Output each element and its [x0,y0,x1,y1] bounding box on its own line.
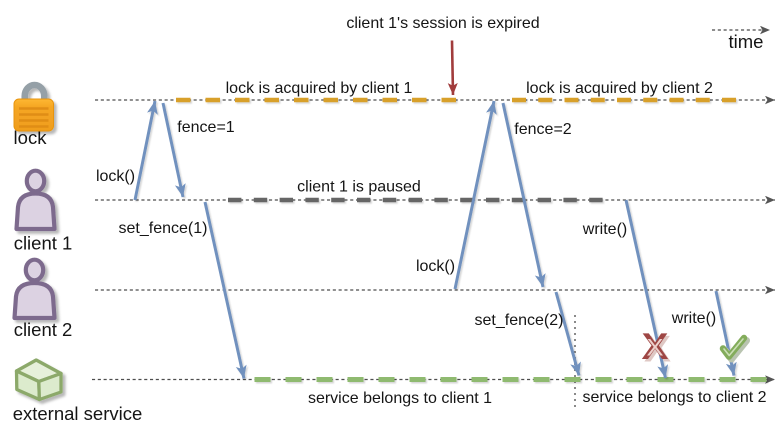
svg-text:lock: lock [14,127,48,148]
svg-text:fence=2: fence=2 [514,121,571,138]
svg-text:client 2: client 2 [14,319,73,340]
svg-text:set_fence(1): set_fence(1) [119,220,208,237]
svg-text:time: time [729,31,764,52]
svg-text:X: X [647,335,664,362]
svg-text:client 1's session is expired: client 1's session is expired [346,15,539,32]
svg-text:X: X [644,329,671,370]
svg-text:external service: external service [13,403,143,424]
svg-text:lock is acquired by client 2: lock is acquired by client 2 [526,80,713,97]
svg-text:client 1: client 1 [14,233,73,254]
svg-text:lock is acquired by client 1: lock is acquired by client 1 [226,80,413,97]
svg-text:X: X [642,326,669,367]
svg-text:lock(): lock() [416,258,455,275]
svg-text:lock(): lock() [96,168,135,185]
svg-text:write(): write() [671,310,716,327]
svg-text:write(): write() [582,221,627,238]
svg-text:set_fence(2): set_fence(2) [475,312,564,329]
svg-text:service belongs to client 2: service belongs to client 2 [582,389,766,406]
svg-text:client 1 is paused: client 1 is paused [297,179,421,196]
svg-text:fence=1: fence=1 [177,119,234,136]
svg-text:service belongs to client 1: service belongs to client 1 [308,390,492,407]
